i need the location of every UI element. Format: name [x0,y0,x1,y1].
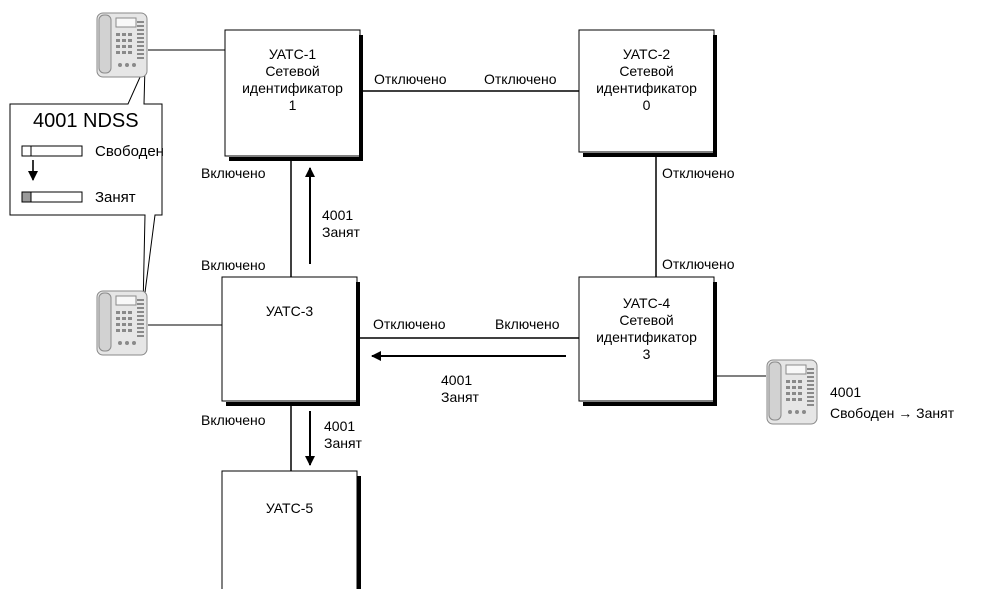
msg-u3-to-u5-status: Занят [324,435,362,451]
phone-u4-from: Свободен [830,405,895,421]
ndss-callout [9,65,163,309]
link-u1-u2-right-state: Отключено [484,71,557,87]
ndss-busy-label: Занят [95,189,136,206]
link-u2-u4-top-state: Отключено [662,165,735,181]
pbx-1-line3: идентификатор [242,80,343,96]
msg-u4-to-u3-status: Занят [441,389,479,405]
ndss-free-label: Свободен [95,143,164,160]
pbx-1-name: УАТС-1 [268,46,317,62]
phone-u4-number: 4001 [830,384,862,400]
pbx-3-name: УАТС-3 [265,303,314,319]
phone-icon-u4 [766,359,818,425]
link-u1-u3-top-state: Включено [201,165,266,181]
link-u2-u4-bottom-state: Отключено [662,256,735,272]
pbx-1-line2: Сетевой [265,63,320,79]
pbx-box-1 [224,29,363,161]
ndss-lamp-busy [21,191,83,203]
pbx-4-id: 3 [642,346,651,362]
pbx-1-id: 1 [288,97,297,113]
pbx-box-3 [221,276,360,406]
pbx-4-line3: идентификатор [596,329,697,345]
pbx-2-name: УАТС-2 [622,46,671,62]
pbx-5-name: УАТС-5 [265,500,314,516]
pbx-2-line3: идентификатор [596,80,697,96]
phone-u4-to: Занят [916,405,955,421]
phone-icon-u1 [96,12,148,78]
pbx-box-2 [578,29,717,157]
link-u1-u3-bottom-state: Включено [201,257,266,273]
pbx-box-5 [221,470,361,589]
pbx-4-line2: Сетевой [619,312,674,328]
pbx-2-id: 0 [642,97,651,113]
link-u3-u5-state: Включено [201,412,266,428]
pbx-4-label: УАТС-4 Сетевой идентификатор 3 [579,295,714,363]
pbx-1-label: УАТС-1 Сетевой идентификатор 1 [225,46,360,114]
pbx-4-name: УАТС-4 [622,295,671,311]
link-u3-u4-right-state: Включено [495,316,560,332]
link-u3-u4-left-state: Отключено [373,316,446,332]
pbx-2-line2: Сетевой [619,63,674,79]
msg-u4-to-u3: 4001 Занят [441,372,479,406]
msg-u3-to-u1: 4001 Занят [322,207,360,241]
msg-u3-to-u1-number: 4001 [322,207,354,223]
phone-icon-u3 [96,290,148,356]
pbx-box-4 [578,276,717,406]
msg-u3-to-u5: 4001 Занят [324,418,362,452]
msg-u4-to-u3-number: 4001 [441,372,473,388]
msg-u3-to-u1-status: Занят [322,224,360,240]
link-u1-u2-left-state: Отключено [374,71,447,87]
phone-u4-status: Свободен → Занят [830,405,954,422]
phone-u4-arrow-icon: → [898,405,913,421]
ndss-title: 4001 NDSS [33,110,139,132]
msg-u3-to-u5-number: 4001 [324,418,356,434]
ndss-lamp-free [21,145,83,157]
pbx-2-label: УАТС-2 Сетевой идентификатор 0 [579,46,714,114]
